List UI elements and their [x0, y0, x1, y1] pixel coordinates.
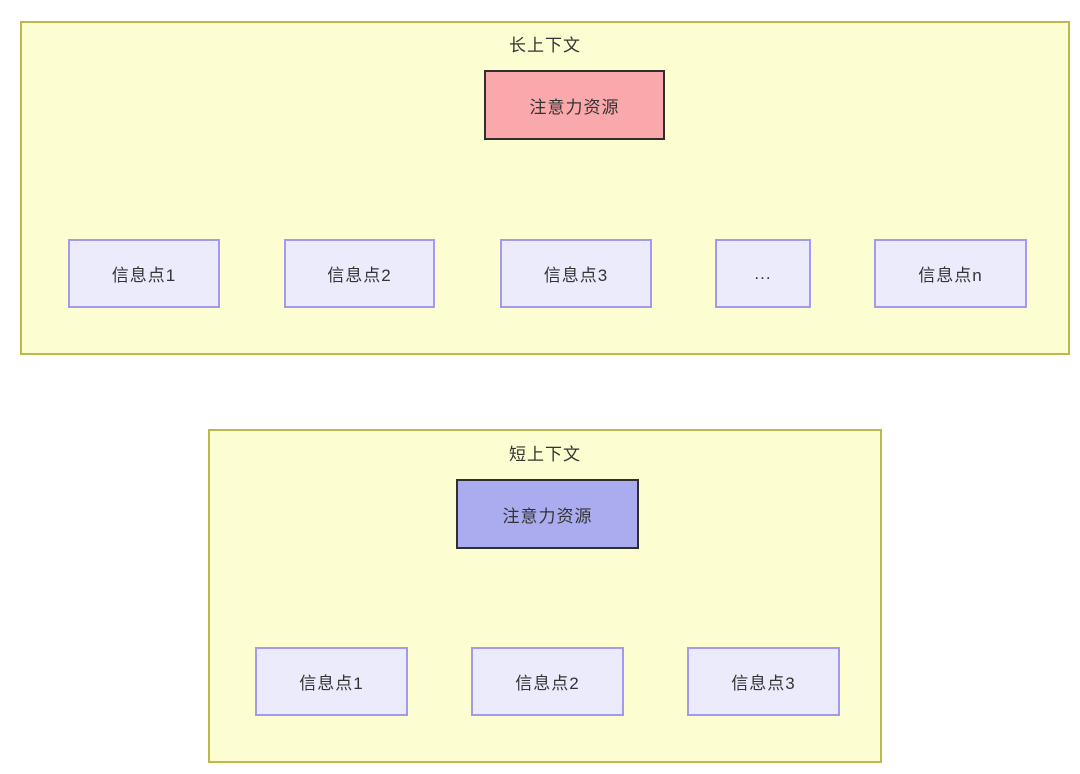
long-info-point-3: 信息点3	[500, 239, 652, 308]
short-info-point-1-label: 信息点1	[299, 674, 364, 693]
long-info-point-1: 信息点1	[68, 239, 220, 308]
long-info-point-3-label: 信息点3	[543, 266, 609, 285]
short-attention-label: 注意力资源	[502, 506, 593, 526]
long-info-point-ellipsis-label: ...	[754, 263, 772, 283]
short-info-point-2: 信息点2	[471, 647, 624, 716]
long-context-title: 长上下文	[509, 36, 581, 55]
short-context-container: 短上下文 注意力资源 信息点1 信息点2 信息点3	[208, 429, 882, 763]
long-info-point-n-label: 信息点n	[918, 266, 983, 285]
long-info-point-2: 信息点2	[284, 239, 435, 308]
short-info-point-3-label: 信息点3	[731, 674, 796, 693]
long-attention-box: 注意力资源	[484, 70, 665, 140]
short-info-point-1: 信息点1	[255, 647, 408, 716]
long-info-point-1-label: 信息点1	[111, 266, 177, 285]
short-info-point-3: 信息点3	[687, 647, 840, 716]
short-attention-box: 注意力资源	[456, 479, 639, 549]
long-info-point-2-label: 信息点2	[327, 266, 392, 285]
long-attention-label: 注意力资源	[529, 97, 620, 117]
long-info-point-ellipsis: ...	[715, 239, 811, 308]
long-context-container: 长上下文 注意力资源 信息点1 信息点2 信息点3 ... 信息点n	[20, 21, 1070, 355]
short-context-title: 短上下文	[509, 445, 581, 464]
long-info-point-n: 信息点n	[874, 239, 1027, 308]
short-info-point-2-label: 信息点2	[515, 674, 580, 693]
